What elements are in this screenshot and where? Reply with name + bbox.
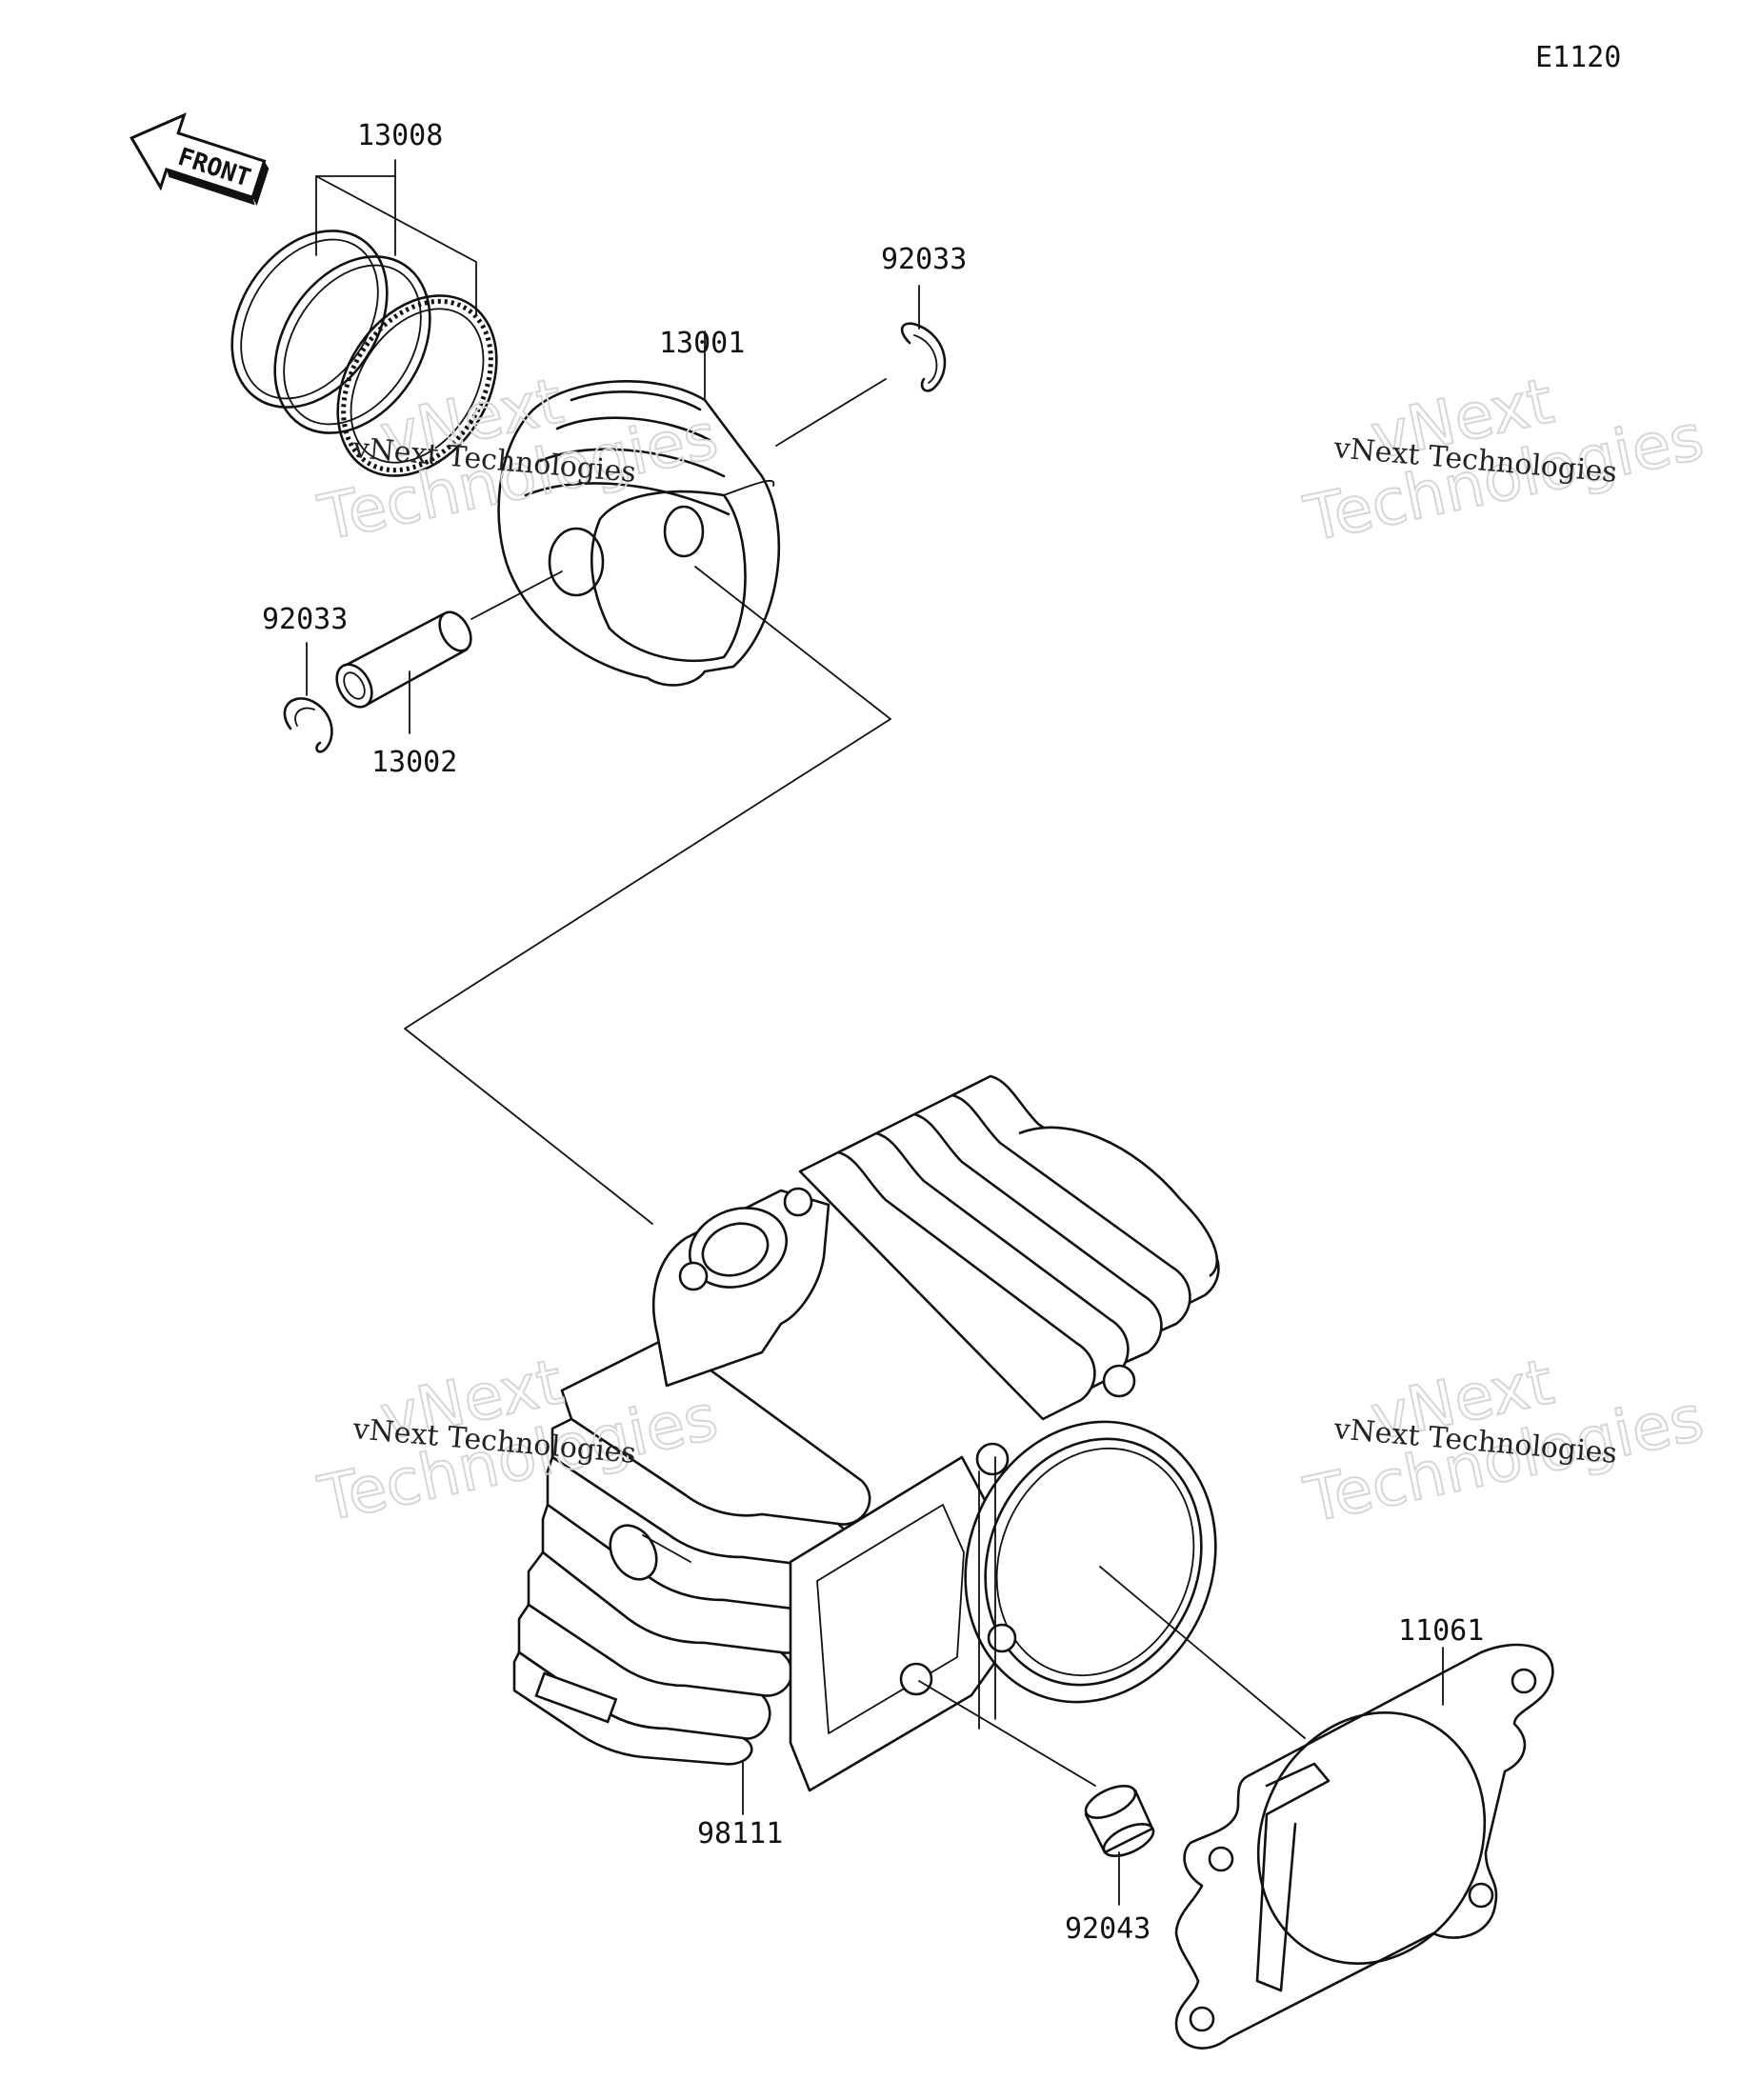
cylinder-gasket [1174, 1643, 1554, 2050]
part-label-98111: 98111 [697, 1817, 783, 1850]
piston-pin [335, 610, 472, 709]
piston-rings [230, 230, 498, 477]
front-arrow-icon: FRONT [130, 112, 270, 207]
part-label-92033-right: 92033 [881, 243, 967, 276]
snap-ring-right [900, 322, 947, 392]
piston [497, 380, 781, 687]
part-label-92043: 92043 [1065, 1912, 1151, 1946]
part-label-11061: 11061 [1398, 1614, 1484, 1648]
diagram-code: E1120 [1535, 41, 1621, 74]
part-label-13001: 13001 [659, 327, 745, 360]
dowel-pin [1084, 1785, 1155, 1857]
part-label-13002: 13002 [371, 746, 457, 779]
cylinder [512, 1074, 1220, 1792]
snap-ring-left [283, 697, 333, 753]
part-label-13008: 13008 [357, 119, 443, 152]
part-label-92033-left: 92033 [262, 603, 348, 636]
